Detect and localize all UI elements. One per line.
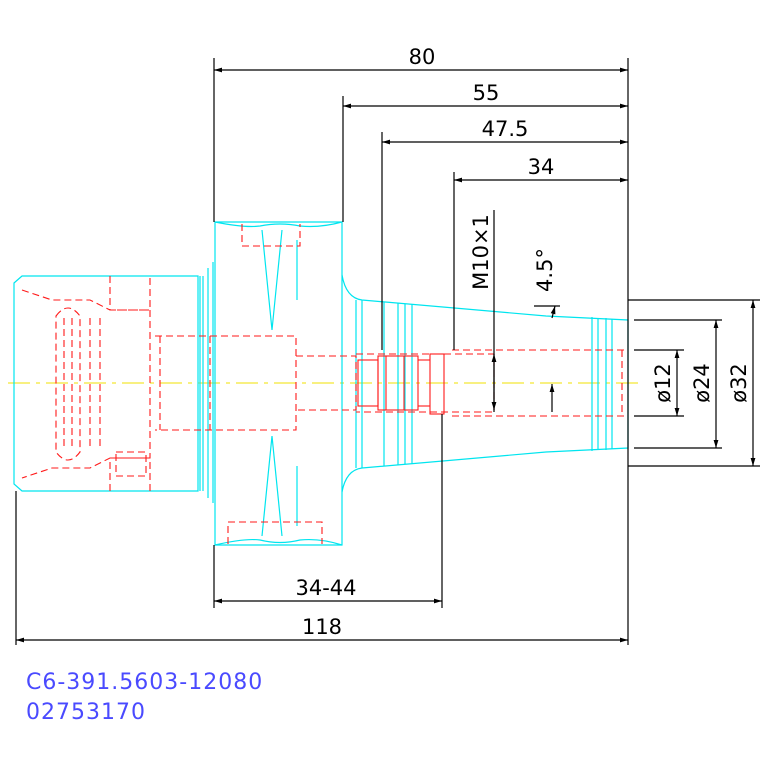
dim-34-label: 34 <box>528 155 555 179</box>
part-code: C6-391.5603-12080 <box>26 670 264 695</box>
dim-dia-32-label: ø32 <box>727 363 751 403</box>
dim-118-label: 118 <box>302 615 342 639</box>
dim-34-44-label: 34-44 <box>295 576 356 600</box>
dimension-lines <box>15 58 760 645</box>
thread-label: M10×1 <box>469 214 493 290</box>
dim-80-label: 80 <box>409 45 436 69</box>
dim-47-5-label: 47.5 <box>482 117 529 141</box>
hidden-lines <box>21 224 628 544</box>
dim-dia-12-label: ø12 <box>651 363 675 403</box>
part-codes: C6-391.5603-12080 02753170 <box>26 668 263 728</box>
dimension-labels: 80 55 47.5 34 M10×1 4.5° 34-44 118 ø12 ø… <box>295 45 751 639</box>
dim-dia-24-label: ø24 <box>690 363 714 403</box>
angle-label: 4.5° <box>533 248 557 292</box>
part-number: 02753170 <box>26 700 146 725</box>
holder-outline <box>13 221 629 546</box>
dim-55-label: 55 <box>473 81 500 105</box>
